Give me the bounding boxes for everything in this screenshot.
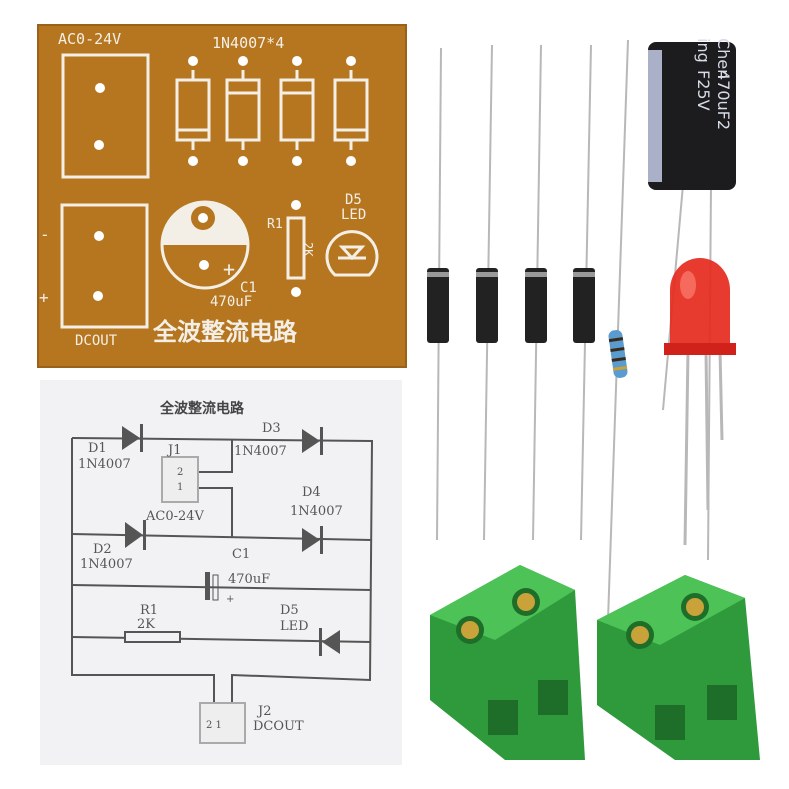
sch-j1-pin1: 1	[177, 482, 183, 493]
pcb-ac-label: AC0-24V	[58, 30, 121, 48]
sch-d5: D5	[280, 603, 299, 618]
sch-d5-value: LED	[280, 619, 309, 634]
sch-d1: D1	[88, 441, 107, 456]
schematic-wires	[71, 437, 374, 744]
pcb-led-label: LED	[341, 207, 366, 223]
schematic-diode-symbols	[122, 424, 340, 656]
resistor-footprint: 2K	[286, 200, 315, 297]
cap-brand-partial2: Chen	[714, 38, 733, 79]
terminal-block-right	[597, 575, 760, 760]
sch-j2: J2	[256, 704, 271, 719]
sch-d1-part: 1N4007	[78, 457, 131, 472]
sch-j1-value: AC0-24V	[145, 509, 205, 524]
pcb-plus-mark: +	[39, 288, 49, 307]
sch-d4-part: 1N4007	[290, 504, 343, 519]
pcb-r1-value: 2K	[301, 242, 315, 257]
red-led	[664, 258, 736, 546]
pcb-board: AC0-24V 1N4007*4 - + DCOUT +	[37, 24, 407, 368]
sch-j1: J1	[166, 443, 181, 458]
diode-3	[525, 268, 547, 343]
sch-d2: D2	[93, 542, 112, 557]
pcb-c1-label: C1	[240, 280, 257, 296]
diode-4	[573, 268, 595, 343]
schematic-paper: 全波整流电路 D1 1N4007 D3 1N4007 J1 2	[40, 380, 402, 765]
sch-j2-pins: 2 1	[206, 720, 222, 731]
cap-voltage: F25V	[694, 70, 713, 111]
diode-2	[476, 268, 498, 343]
sch-d3: D3	[262, 421, 281, 436]
diode-bodies	[427, 268, 595, 343]
pcb-dcout-label: DCOUT	[75, 333, 118, 349]
sch-c1-value: 470uF	[228, 572, 270, 587]
sch-j1-pin2: 2	[177, 467, 183, 478]
ac-terminal-outline	[61, 53, 150, 179]
sch-r1: R1	[140, 603, 158, 618]
sch-c1-plus: +	[226, 594, 234, 605]
sch-d3-part: 1N4007	[234, 444, 287, 459]
sch-c1: C1	[232, 547, 250, 562]
pcb-d5-label: D5	[345, 192, 362, 208]
cap-brand-partial: ing	[694, 38, 713, 63]
cap-capacitance: 470uF2	[714, 70, 733, 130]
pcb-minus-mark: -	[40, 225, 50, 244]
dc-terminal-outline	[60, 203, 149, 329]
diode-footprints	[175, 70, 369, 150]
pcb-diode-label: 1N4007*4	[212, 34, 284, 52]
sch-r1-value: 2K	[137, 617, 155, 632]
sch-j2-value: DCOUT	[253, 719, 304, 734]
pcb-c1-value: 470uF	[210, 294, 252, 310]
terminal-block-left	[430, 565, 585, 760]
pcb-r1-label: R1	[267, 217, 283, 232]
sch-d2-part: 1N4007	[80, 557, 133, 572]
led-footprint	[325, 230, 379, 277]
diodes	[436, 44, 592, 541]
pcb-title: 全波整流电路	[152, 318, 298, 346]
resistor	[607, 39, 629, 621]
capacitor-footprint: +	[160, 200, 250, 290]
schematic-title: 全波整流电路	[159, 400, 245, 417]
sch-d4: D4	[302, 485, 321, 500]
diode-1	[427, 268, 449, 343]
cap-plus-mark: +	[223, 257, 235, 281]
